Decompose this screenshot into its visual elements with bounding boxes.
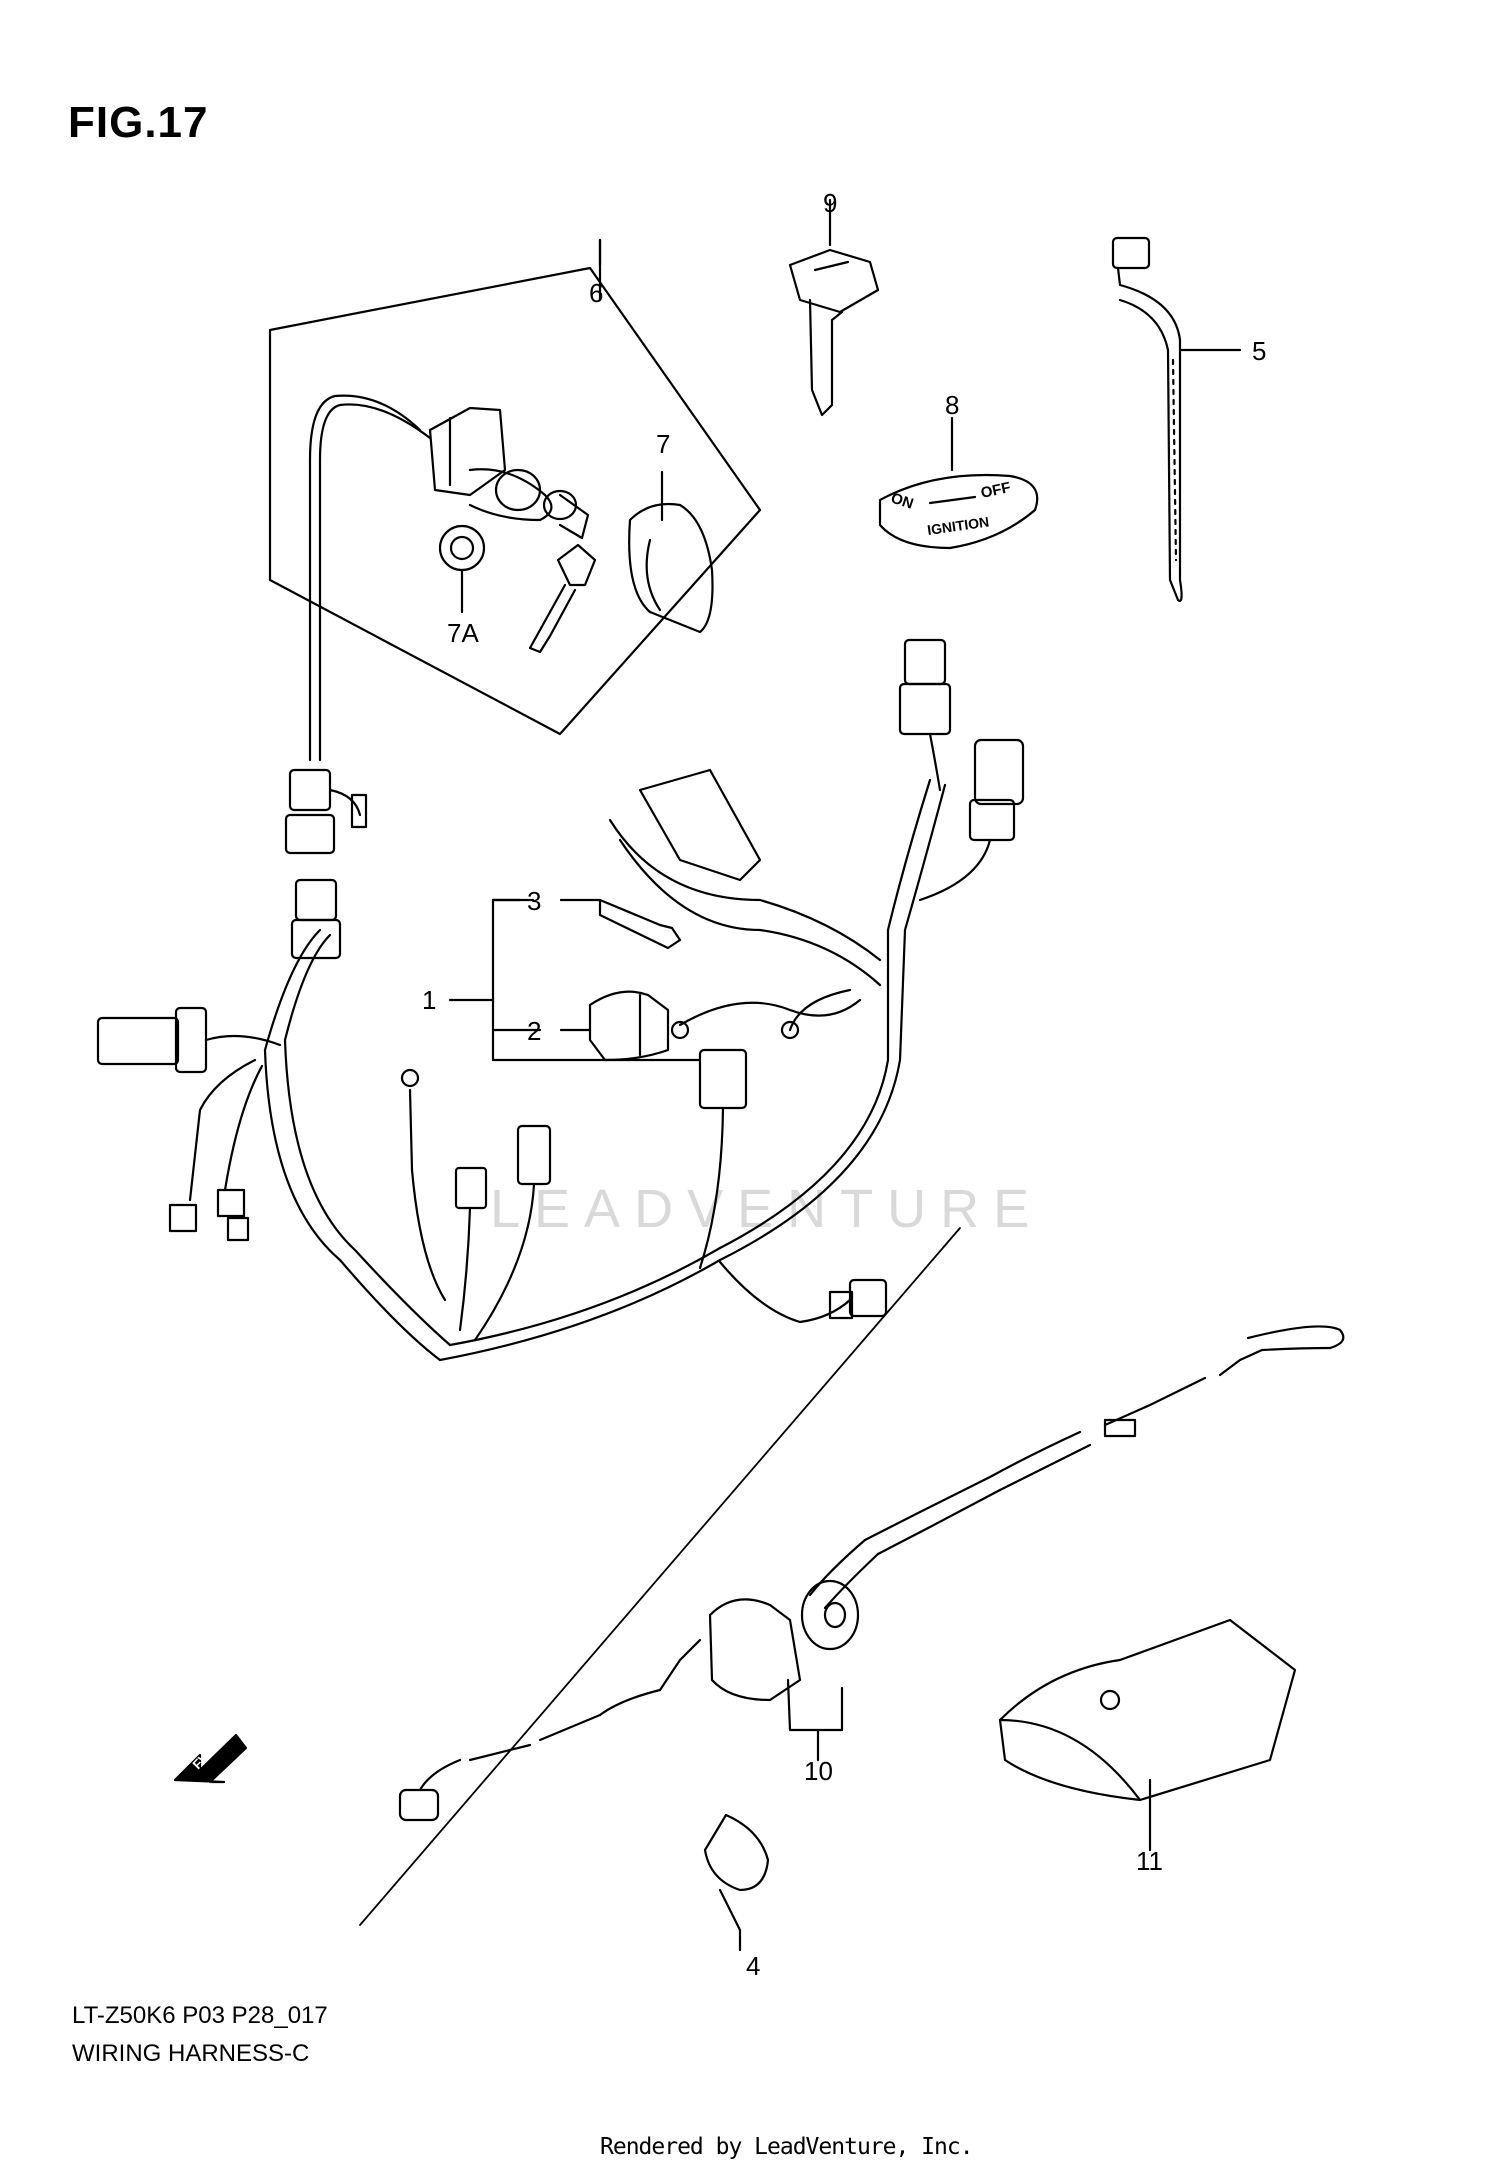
decal-ignition-text: IGNITION <box>926 513 990 538</box>
sensor-cable <box>808 1325 1345 1610</box>
callout-7: 7 <box>656 429 670 459</box>
figure-name: WIRING HARNESS-C <box>72 2040 310 2067</box>
callout-7a: 7A <box>447 618 479 648</box>
switch-cap <box>628 502 714 634</box>
cable-tie <box>1111 236 1183 602</box>
fuse <box>598 898 682 950</box>
decal-off-text: OFF <box>979 479 1012 502</box>
cover-11 <box>998 1618 1297 1802</box>
sensor-10 <box>398 1598 802 1822</box>
clamp-4 <box>703 1813 770 1932</box>
render-credit: Rendered by LeadVenture, Inc. <box>600 2134 974 2160</box>
divider-line <box>359 1227 961 1926</box>
main-harness <box>96 638 1025 1362</box>
callout-1: 1 <box>422 985 436 1015</box>
ignition-key <box>528 543 597 654</box>
callout-8: 8 <box>945 390 959 420</box>
callout-6: 6 <box>589 278 603 308</box>
rubber-cap <box>588 990 670 1062</box>
ignition-switch-group-box <box>268 266 762 736</box>
callout-10: 10 <box>804 1756 833 1786</box>
lock-nut <box>438 524 486 572</box>
watermark-text: LEADVENTURE <box>490 1179 1044 1239</box>
figure-title: FIG.17 <box>68 98 209 147</box>
grommet <box>800 1579 860 1651</box>
callout-4: 4 <box>746 1951 760 1981</box>
figure-code: LT-Z50K6 P03 P28_017 <box>72 2002 328 2029</box>
callout-2: 2 <box>527 1016 541 1046</box>
callout-11: 11 <box>1136 1846 1163 1876</box>
key-9 <box>788 248 880 417</box>
fwd-arrow <box>173 1733 248 1784</box>
callout-5: 5 <box>1252 336 1266 366</box>
decal-on-text: ON <box>889 490 916 513</box>
ignition-decal <box>878 473 1039 550</box>
ignition-switch <box>308 394 590 762</box>
callout-9: 9 <box>823 188 837 218</box>
switch-connector <box>284 768 368 960</box>
callout-3: 3 <box>527 886 541 916</box>
